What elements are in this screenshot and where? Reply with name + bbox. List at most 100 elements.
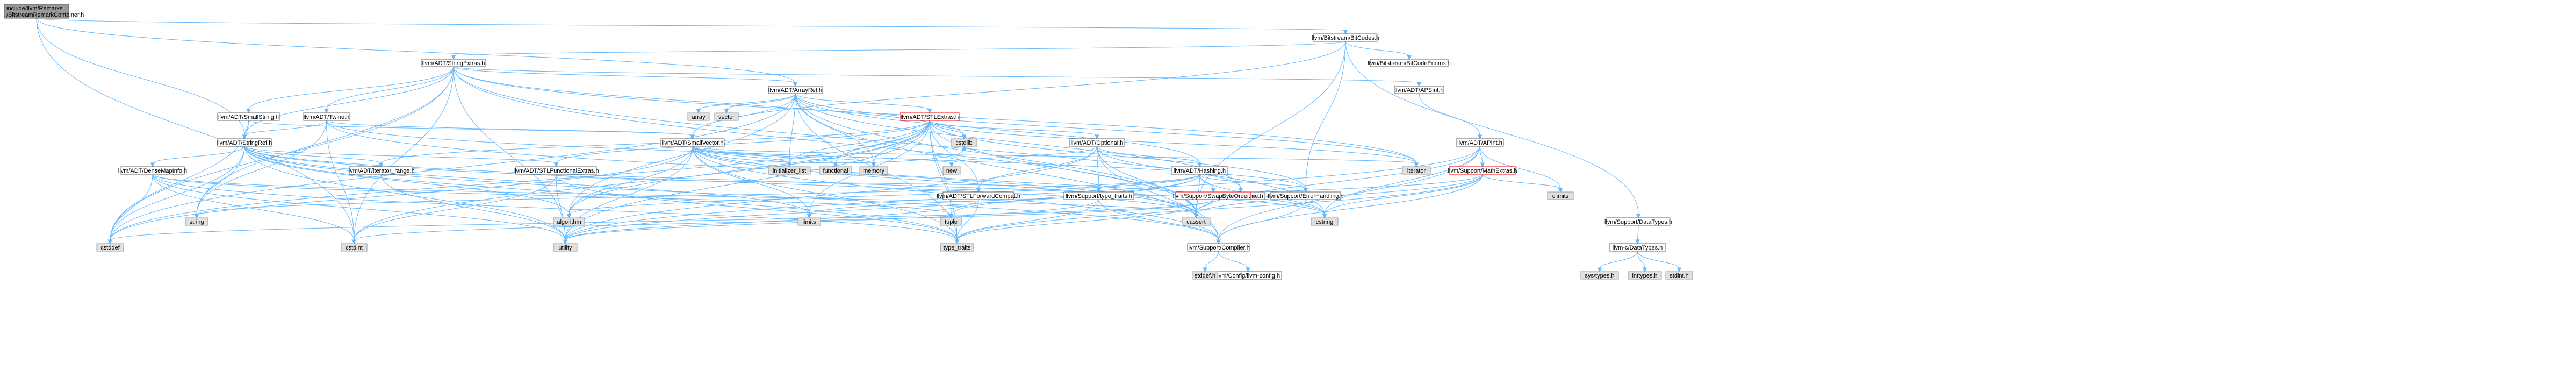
edge-hashing-to-errorhandling bbox=[1199, 174, 1308, 193]
node-box bbox=[1394, 86, 1444, 94]
node-new: new bbox=[942, 166, 961, 175]
node-label: array bbox=[692, 114, 706, 120]
node-label: llvm/Support/type_traits.h bbox=[1066, 193, 1132, 200]
node-datatypes[interactable]: llvm/Support/DataTypes.h bbox=[1604, 217, 1672, 226]
node-climits: climits bbox=[1547, 191, 1574, 200]
node-label: initializer_list bbox=[773, 168, 806, 174]
node-utility: utility bbox=[553, 243, 578, 252]
node-hashing[interactable]: llvm/ADT/Hashing.h bbox=[1171, 166, 1228, 175]
edge-stlextras-to-optional bbox=[929, 120, 1099, 140]
node-label: new bbox=[946, 168, 957, 174]
edge-stringref-to-string bbox=[194, 146, 245, 219]
node-box bbox=[1609, 243, 1666, 252]
edge-stlextras-to-cassert bbox=[929, 120, 1199, 219]
node-label: climits bbox=[1552, 193, 1569, 200]
node-swapbyteorder[interactable]: llvm/Support/SwapByteOrder.h bbox=[1173, 191, 1254, 200]
edge-arrayref-to-initializer_list bbox=[787, 93, 796, 168]
node-cstdlib: cstdlib bbox=[951, 138, 977, 147]
node-label: cstdint bbox=[346, 245, 363, 251]
node-densemapinfo[interactable]: llvm/ADT/DenseMapInfo.h bbox=[118, 166, 187, 175]
node-functional: functional bbox=[819, 166, 852, 175]
node-box bbox=[1311, 217, 1339, 226]
node-typetraitsllvm[interactable]: llvm/Support/type_traits.h bbox=[1063, 191, 1134, 200]
node-box bbox=[942, 191, 1014, 200]
edge-typetraitsllvm-to-utility bbox=[563, 199, 1099, 245]
node-box bbox=[1187, 243, 1250, 252]
edge-cdatatypes-to-inttypes bbox=[1637, 251, 1647, 273]
node-label: llvm/ADT/STLForwardCompat.h bbox=[937, 193, 1020, 200]
node-label: cstdlib bbox=[955, 140, 972, 146]
edge-stlfunctionalextras-to-cstdint bbox=[351, 174, 557, 245]
node-label: inttypes.h bbox=[1632, 273, 1657, 279]
node-stdint: stdint.h bbox=[1665, 271, 1693, 280]
node-iteratorrange[interactable]: llvm/ADT/iterator_range.h bbox=[347, 166, 415, 175]
edge-root-to-cstdint bbox=[36, 18, 357, 245]
node-box bbox=[1069, 138, 1125, 147]
node-box bbox=[660, 138, 725, 147]
edge-bitcodes-to-datatypes bbox=[1345, 41, 1641, 219]
node-optional[interactable]: llvm/ADT/Optional.h bbox=[1069, 138, 1125, 147]
edge-stringextras-to-stringref bbox=[242, 66, 454, 140]
node-label: utility bbox=[558, 245, 572, 251]
edge-hashing-to-algorithm bbox=[566, 174, 1200, 219]
node-box bbox=[768, 166, 811, 175]
node-twine[interactable]: llvm/ADT/Twine.h bbox=[303, 112, 350, 121]
node-stlextras[interactable]: llvm/ADT/STLExtras.h bbox=[900, 112, 960, 121]
node-vector: vector bbox=[714, 112, 739, 121]
node-bitcodeenums[interactable]: llvm/Bitstream/BitCodeEnums.h bbox=[1368, 59, 1451, 67]
node-box bbox=[96, 243, 124, 252]
node-errorhandling[interactable]: llvm/Support/ErrorHandling.h bbox=[1268, 191, 1344, 200]
node-box bbox=[951, 138, 977, 147]
node-box bbox=[859, 166, 888, 175]
node-label: cstring bbox=[1316, 219, 1333, 225]
edge-optional-to-none bbox=[1097, 146, 1243, 193]
edge-apsint-to-apint bbox=[1419, 93, 1483, 140]
node-array: array bbox=[687, 112, 710, 121]
node-stlforwardcompat[interactable]: llvm/ADT/STLForwardCompat.h bbox=[937, 191, 1020, 200]
node-label: llvm-c/DataTypes.h bbox=[1613, 245, 1663, 251]
node-bitcodes[interactable]: llvm/Bitstream/BitCodes.h bbox=[1312, 33, 1379, 42]
edge-twine-to-cassert bbox=[326, 120, 1199, 219]
node-cstring: cstring bbox=[1311, 217, 1339, 226]
node-box bbox=[1547, 191, 1574, 200]
node-smallvector[interactable]: llvm/ADT/SmallVector.h bbox=[660, 138, 725, 147]
node-compiler[interactable]: llvm/Support/Compiler.h bbox=[1187, 243, 1250, 252]
edge-swapbyteorder-to-cstddef bbox=[107, 199, 1214, 245]
edge-stringextras-to-apsint bbox=[453, 66, 1422, 87]
node-llvmconfig[interactable]: llvm/Config/llvm-config.h bbox=[1214, 271, 1282, 280]
edge-root-to-bitcodes bbox=[36, 18, 1348, 35]
edge-densemapinfo-to-type_traits bbox=[152, 174, 960, 245]
edge-stringextras-to-cstdlib bbox=[453, 66, 967, 140]
edge-twine-to-smallvector bbox=[326, 120, 695, 140]
edge-stringref-to-densemapinfo bbox=[150, 146, 245, 168]
node-label: memory bbox=[863, 168, 884, 174]
node-arrayref[interactable]: llvm/ADT/ArrayRef.h bbox=[768, 86, 823, 94]
edge-twine-to-stringref bbox=[242, 120, 327, 140]
node-apsint[interactable]: llvm/ADT/APSInt.h bbox=[1394, 86, 1444, 94]
node-label: algorithm bbox=[557, 219, 581, 225]
node-type-traits: type_traits bbox=[940, 243, 974, 252]
node-mathextras[interactable]: llvm/Support/MathExtras.h bbox=[1448, 166, 1517, 175]
edge-cdatatypes-to-stdint bbox=[1637, 251, 1682, 273]
edge-bitcodes-to-errorhandling bbox=[1303, 41, 1346, 193]
node-cdatatypes[interactable]: llvm-c/DataTypes.h bbox=[1609, 243, 1666, 252]
edge-arrayref-to-stlextras bbox=[795, 93, 932, 114]
edge-bitcodes-to-bitcodeenums bbox=[1345, 41, 1412, 60]
edge-smallvector-to-iterator bbox=[692, 146, 1419, 168]
edge-stlextras-to-iteratorrange bbox=[378, 120, 930, 168]
node-box bbox=[1402, 166, 1431, 175]
nodes-layer: include/llvm/Remarks/BitstreamRemarkCont… bbox=[4, 4, 1693, 280]
node-label: llvm/ADT/STLExtras.h bbox=[901, 114, 959, 120]
edge-errorhandling-to-compiler bbox=[1216, 199, 1306, 245]
node-stlfunctionalextras[interactable]: llvm/ADT/STLFunctionalExtras.h bbox=[514, 166, 599, 175]
node-label: llvm/ADT/ArrayRef.h bbox=[768, 87, 822, 94]
node-box bbox=[1175, 191, 1251, 200]
node-smallstring[interactable]: llvm/ADT/SmallString.h bbox=[217, 112, 280, 121]
node-label: llvm/Config/llvm-config.h bbox=[1216, 273, 1280, 279]
node-apint[interactable]: llvm/ADT/APInt.h bbox=[1456, 138, 1504, 147]
node-stringextras[interactable]: llvm/ADT/StringExtras.h bbox=[421, 59, 486, 67]
edge-arrayref-to-array bbox=[696, 93, 796, 114]
node-label: llvm/ADT/StringExtras.h bbox=[422, 60, 485, 67]
node-stringref[interactable]: llvm/ADT/StringRef.h bbox=[217, 138, 272, 147]
node-root[interactable]: include/llvm/Remarks/BitstreamRemarkCont… bbox=[4, 4, 84, 19]
